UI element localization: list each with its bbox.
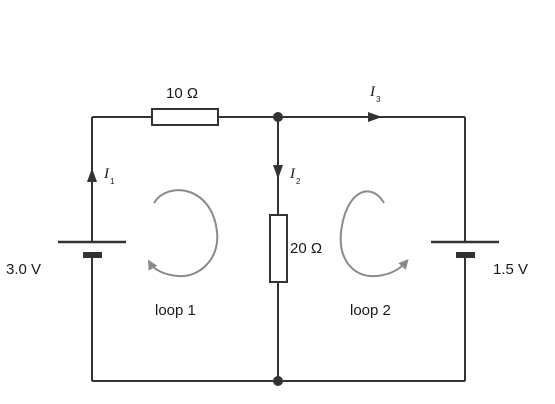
current-arrow-i3 xyxy=(368,112,382,122)
resistor-10-ohm-label: 10 Ω xyxy=(166,85,198,102)
loop1-arrow xyxy=(148,189,219,278)
battery-left-label: 3.0 V xyxy=(6,261,41,278)
current-i1-symbol: I xyxy=(103,166,110,182)
battery-right xyxy=(431,240,499,258)
loop2-arrow xyxy=(339,190,409,278)
resistor-20-ohm-label: 20 Ω xyxy=(290,240,322,257)
current-i3-symbol: I xyxy=(369,84,376,100)
loop1-label: loop 1 xyxy=(155,302,196,319)
resistor-20-ohm xyxy=(269,214,288,283)
current-arrow-i2 xyxy=(273,165,283,179)
current-i3-subscript: 3 xyxy=(376,95,381,104)
current-i2-symbol: I xyxy=(289,166,296,182)
junction-top xyxy=(273,112,283,122)
junction-bottom xyxy=(273,376,283,386)
current-arrow-i1 xyxy=(87,168,97,182)
battery-right-label: 1.5 V xyxy=(493,261,528,278)
current-i2-subscript: 2 xyxy=(296,177,301,186)
battery-left xyxy=(58,240,126,258)
resistor-10-ohm xyxy=(151,108,219,126)
current-i1-subscript: 1 xyxy=(110,177,115,186)
loop2-label: loop 2 xyxy=(350,302,391,319)
